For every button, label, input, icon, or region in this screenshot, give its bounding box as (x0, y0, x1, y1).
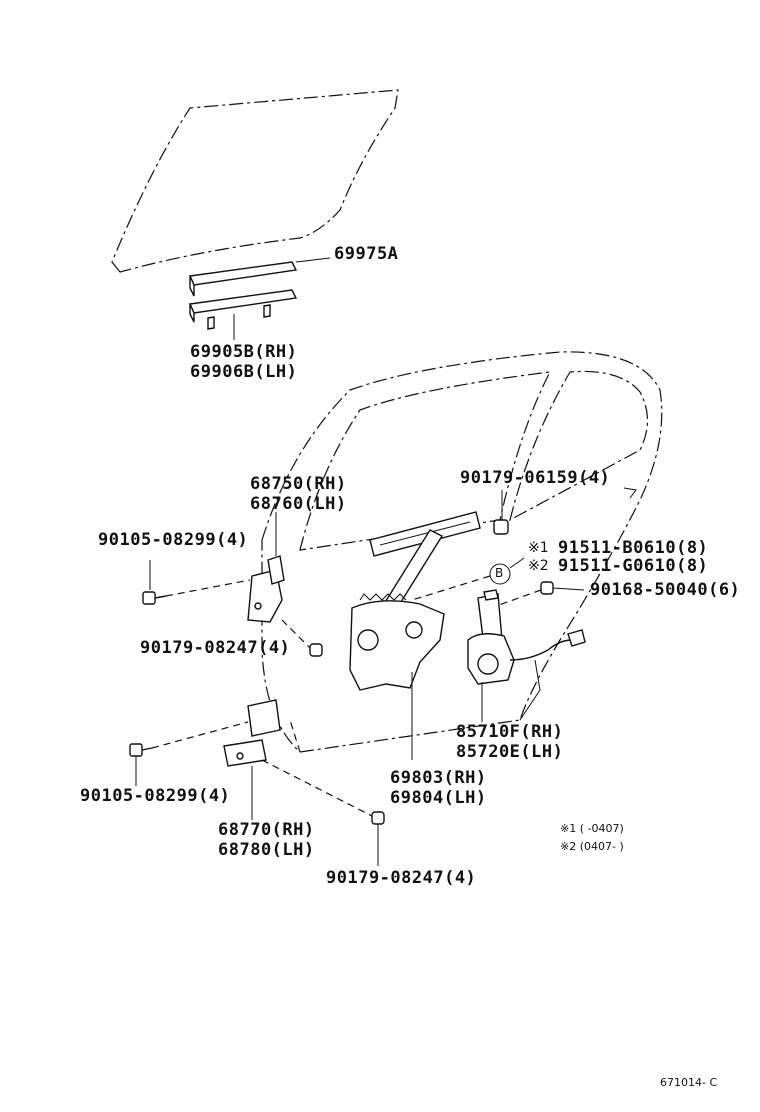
bolt-right (495, 581, 585, 607)
label-69906b: 69906B(LH) (190, 362, 298, 382)
label-69804: 69804(LH) (390, 788, 487, 808)
label-68780: 68780(LH) (218, 840, 315, 860)
door-hinge-upper (247, 512, 285, 623)
bolt-lower-left (129, 721, 249, 786)
label-91511-g: 91511-G0610(8) (558, 556, 709, 576)
label-90105-bot: 90105-08299(4) (80, 786, 231, 806)
door-outline (261, 351, 663, 753)
label-90179-06159: 90179-06159(4) (460, 468, 611, 488)
door-glass (111, 89, 399, 273)
nut-top-right (493, 490, 509, 535)
label-69905b: 69905B(RH) (190, 342, 298, 362)
callout-b-circle (411, 557, 525, 601)
note-1: ※1 ( -0407) (560, 822, 624, 835)
label-90168: 90168-50040(6) (590, 580, 741, 600)
nut-mid (281, 619, 323, 657)
regulator-motor (467, 589, 586, 722)
window-regulator (349, 511, 481, 760)
label-85720e: 85720E(LH) (456, 742, 564, 762)
label-69803: 69803(RH) (390, 768, 487, 788)
mark-1: ※1 (528, 540, 549, 556)
label-68760: 68760(LH) (250, 494, 347, 514)
label-90179-mid: 90179-08247(4) (140, 638, 291, 658)
bolt-upper-left (142, 560, 251, 605)
note-2: ※2 (0407- ) (560, 840, 624, 853)
diagram-code: 671014- C (660, 1076, 718, 1089)
mark-2: ※2 (528, 558, 549, 574)
label-90105-top: 90105-08299(4) (98, 530, 249, 550)
label-68770: 68770(RH) (218, 820, 315, 840)
glass-channel-lower (188, 289, 298, 340)
glass-channel-upper (188, 257, 331, 297)
callout-b-letter: B (495, 566, 504, 580)
door-hinge-lower (223, 699, 281, 820)
label-90179-bot: 90179-08247(4) (326, 868, 477, 888)
label-85710f: 85710F(RH) (456, 722, 564, 742)
label-69975a: 69975A (334, 244, 399, 264)
label-68750: 68750(RH) (250, 474, 347, 494)
label-91511-b: 91511-B0610(8) (558, 538, 709, 558)
nut-bottom (261, 759, 385, 866)
